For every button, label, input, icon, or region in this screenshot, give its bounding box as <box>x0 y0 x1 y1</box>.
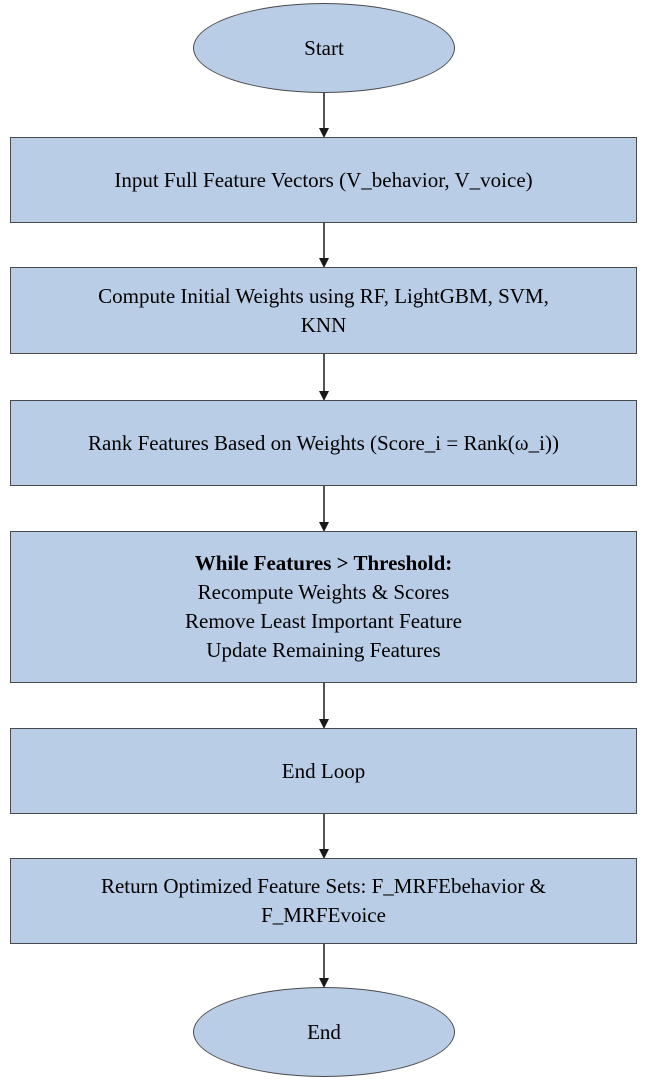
step-rank-features: Rank Features Based on Weights (Score_i … <box>10 400 637 486</box>
step-text-line: Recompute Weights & Scores <box>197 580 450 604</box>
step-text-line: Rank Features Based on Weights (Score_i … <box>88 430 559 455</box>
start-node: Start <box>193 3 455 93</box>
step-text-line: Input Full Feature Vectors (V_behavior, … <box>114 167 533 192</box>
step-text-line: Return Optimized Feature Sets: F_MRFEbeh… <box>100 874 547 898</box>
step-end-loop: End Loop <box>10 728 637 814</box>
step-text-line: KNN <box>300 312 347 337</box>
step-return-feature-sets: Return Optimized Feature Sets: F_MRFEbeh… <box>10 858 637 944</box>
step-text-line: Remove Least Important Feature <box>185 609 462 633</box>
step-text-line: End Loop <box>281 758 366 783</box>
step-text-line: Update Remaining Features <box>206 638 441 662</box>
step-compute-initial-weights: Compute Initial Weights using RF, LightG… <box>10 267 637 354</box>
end-label: End <box>307 1019 341 1044</box>
loop-heading: While Features > Threshold: <box>194 551 453 575</box>
step-text-line: F_MRFEvoice <box>261 903 386 927</box>
end-node: End <box>193 987 455 1077</box>
step-text-line: Compute Initial Weights using RF, LightG… <box>98 283 549 308</box>
step-while-loop: While Features > Threshold: Recompute We… <box>10 531 637 683</box>
start-label: Start <box>304 35 344 60</box>
step-input-feature-vectors: Input Full Feature Vectors (V_behavior, … <box>10 137 637 223</box>
